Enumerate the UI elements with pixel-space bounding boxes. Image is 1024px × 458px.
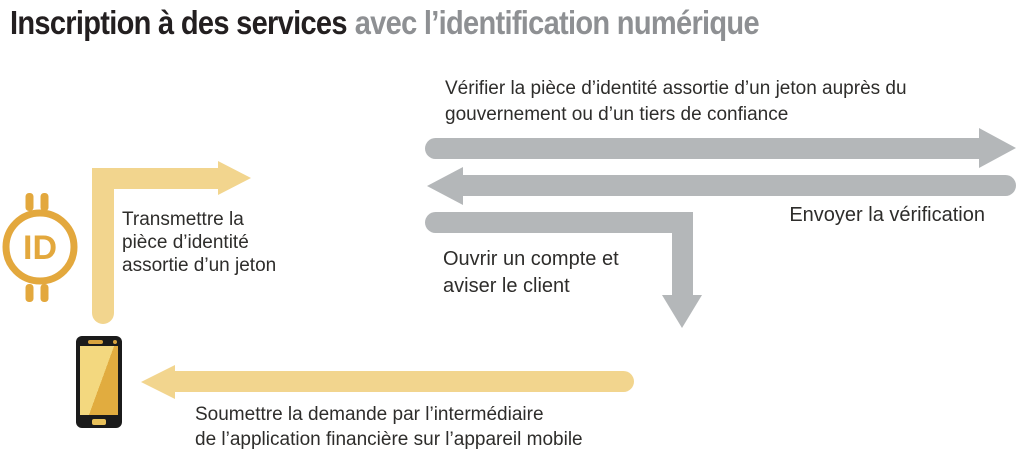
- phone-speaker: [88, 339, 103, 344]
- transmit-arrow-shaft-vertical: [92, 168, 114, 324]
- id-token-ring: [2, 209, 78, 285]
- open-account-arrow-shaft-vertical: [672, 212, 693, 296]
- title-part-gray: avec l’identification numérique: [354, 4, 760, 41]
- submit-arrow-left-head-icon: [141, 365, 175, 399]
- transmit-arrow-shaft-horizontal: [92, 168, 218, 189]
- submit-step-label: Soumettre la demande par l’intermédiaire…: [195, 404, 583, 450]
- title-part-black: Inscription à des services: [10, 4, 348, 41]
- submit-arrow-shaft: [172, 371, 634, 392]
- open-account-arrow-shaft-horizontal: [425, 212, 693, 233]
- phone-camera-dot: [113, 339, 117, 344]
- id-token-label: ID: [23, 229, 57, 267]
- phone-home-button: [92, 419, 106, 425]
- verify-step-label: Vérifier la pièce d’identité assortie d’…: [445, 78, 907, 125]
- verify-arrow-right-head-icon: [979, 128, 1016, 168]
- open-account-step-label: Ouvrir un compte et aviser le client: [443, 248, 619, 297]
- transmit-step-label: Transmettre la pièce d’identité assortie…: [122, 209, 277, 276]
- open-account-arrow-down-head-icon: [662, 295, 702, 328]
- digital-id-token-icon: ID: [2, 193, 78, 302]
- send-verification-arrow-shaft: [458, 175, 1016, 196]
- verify-arrow-shaft: [425, 138, 981, 159]
- id-token-prongs: [25, 193, 49, 302]
- phone-screen: [80, 346, 118, 415]
- send-verification-step-label: Envoyer la vérification: [789, 204, 985, 226]
- transmit-arrow-right-head-icon: [218, 161, 251, 195]
- send-verification-arrow-left-head-icon: [427, 167, 463, 205]
- mobile-phone-icon: [76, 336, 122, 428]
